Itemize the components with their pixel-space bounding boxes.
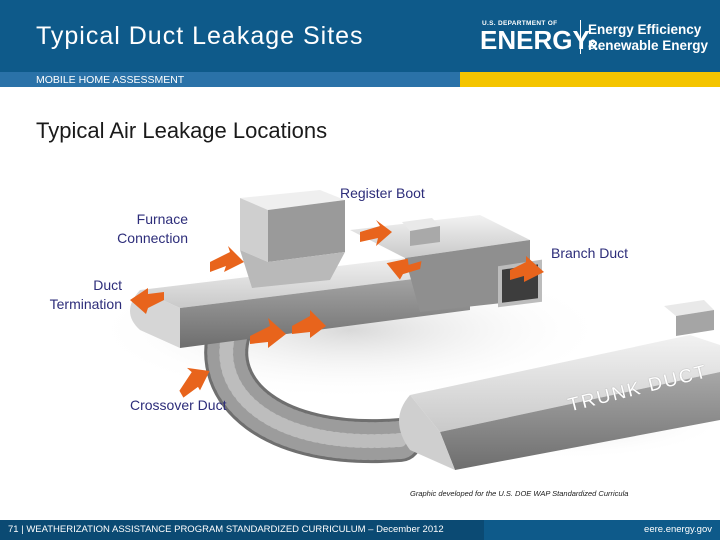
- logo-energy-text: ENERGY: [480, 25, 590, 55]
- logo-eere-line2: Renewable Energy: [588, 38, 709, 53]
- duct-leakage-diagram: [90, 190, 720, 470]
- label-branch-duct: Branch Duct: [551, 245, 629, 261]
- label-crossover-duct: Crossover Duct: [130, 397, 227, 413]
- label-duct-termination-line1: Duct: [93, 277, 122, 293]
- label-duct-termination-line2: Termination: [49, 296, 122, 312]
- leakage-arrows: [130, 220, 544, 398]
- crossover-flex-duct: [204, 308, 422, 464]
- section-label: MOBILE HOME ASSESSMENT: [36, 74, 185, 86]
- arrow-icon: [510, 256, 544, 282]
- arrow-icon: [360, 220, 392, 246]
- footer-bar: 71 | WEATHERIZATION ASSISTANCE PROGRAM S…: [0, 520, 720, 540]
- doe-eere-logo: U.S. DEPARTMENT OF ENERGY Energy Efficie…: [480, 18, 712, 58]
- section-bar-accent: [460, 72, 720, 87]
- arrow-icon: [130, 288, 164, 314]
- slide-heading: Typical Air Leakage Locations: [36, 118, 328, 143]
- header-bar: Typical Duct Leakage Sites U.S. DEPARTME…: [0, 0, 720, 72]
- register-boot: [402, 218, 440, 246]
- label-duct-termination: Duct Termination: [30, 276, 122, 314]
- arrow-icon: [210, 246, 244, 272]
- arrow-icon: [250, 318, 286, 348]
- logo-department-text: U.S. DEPARTMENT OF: [482, 20, 558, 27]
- label-furnace-line2: Connection: [117, 230, 188, 246]
- arrow-icon: [292, 310, 326, 338]
- label-furnace-connection: Furnace Connection: [100, 210, 188, 248]
- footer-url[interactable]: eere.energy.gov: [644, 524, 712, 535]
- arrow-icon: [386, 258, 422, 280]
- slide-title: Typical Duct Leakage Sites: [36, 22, 364, 50]
- label-furnace-line1: Furnace: [136, 211, 188, 227]
- footer-left-panel: [0, 520, 484, 540]
- footer-text: 71 | WEATHERIZATION ASSISTANCE PROGRAM S…: [8, 524, 444, 535]
- arrow-icon: [179, 367, 210, 398]
- graphic-credit: Graphic developed for the U.S. DOE WAP S…: [410, 489, 629, 498]
- label-register-boot: Register Boot: [340, 185, 425, 201]
- furnace-plenum: [240, 190, 345, 288]
- logo-eere-line1: Energy Efficiency &: [588, 22, 702, 52]
- logo-divider: [580, 20, 581, 54]
- lower-trunk-duct: [399, 335, 720, 470]
- section-bar: MOBILE HOME ASSESSMENT: [0, 72, 720, 87]
- register-boot-right: [664, 300, 714, 336]
